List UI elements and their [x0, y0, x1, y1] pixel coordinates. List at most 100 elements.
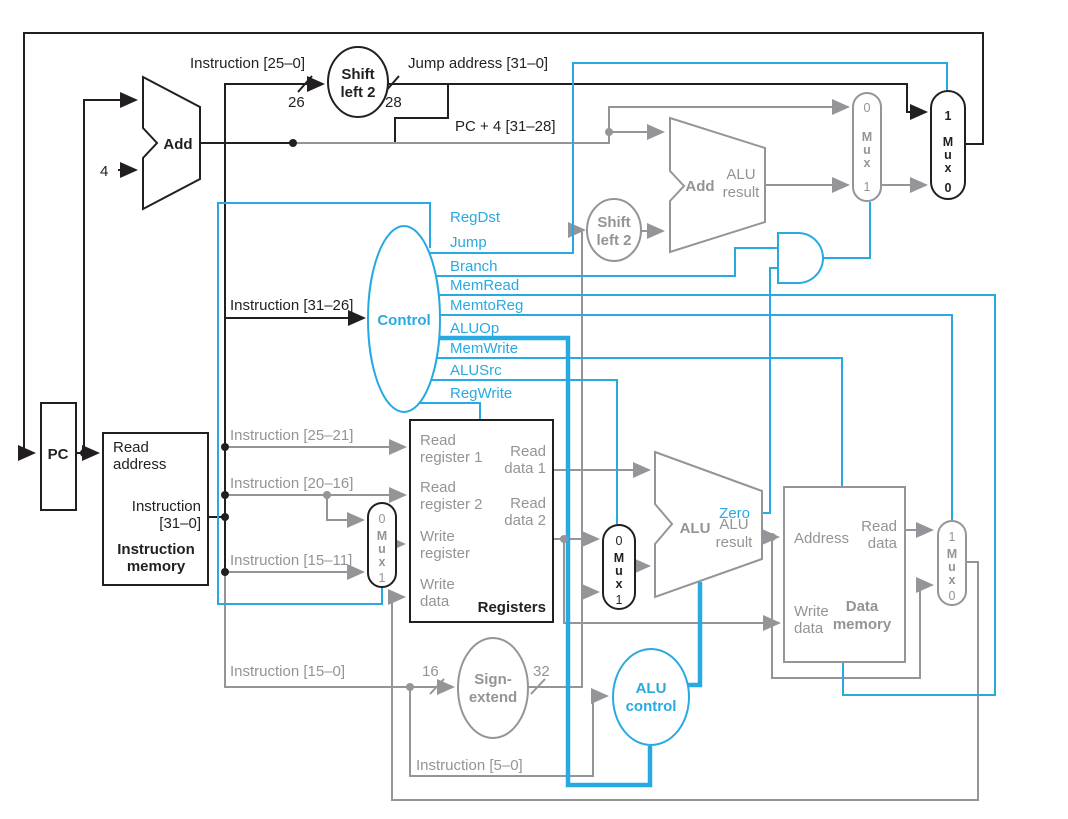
wire-alucontrol-out [687, 582, 703, 688]
branch-mux-u: u [863, 143, 871, 157]
control-label: Control [377, 312, 430, 329]
width-32: 32 [533, 663, 550, 680]
reg-read-data-2b: data 2 [504, 512, 546, 529]
control-oval [367, 225, 441, 413]
wire-instr-5-0 [409, 687, 609, 777]
jump-mux [930, 90, 966, 200]
wire-memread [438, 294, 996, 696]
shift-left-2-jump-oval [327, 46, 389, 118]
reg-read-register-1a: Read [420, 432, 456, 449]
wire-aluresult-bypass [771, 537, 934, 679]
memtoreg-mux-x: x [949, 573, 956, 587]
junction-dot [80, 449, 88, 457]
wire-pc4-main [293, 132, 610, 144]
wire-branch [435, 247, 778, 277]
bus-instr-25-21: Instruction [25–21] [230, 427, 353, 444]
wire-and-out [823, 202, 871, 259]
width-28: 28 [385, 94, 402, 111]
add-label: Add [163, 136, 192, 153]
pc-label: PC [48, 446, 69, 463]
signal-regwrite: RegWrite [450, 385, 512, 402]
add-branch-result-1: ALU [726, 166, 755, 183]
im-read-address-1: Read [113, 439, 149, 456]
registers-box [409, 419, 554, 623]
wire-pc-to-add [83, 92, 138, 453]
shift-left-2-jump-label-1: Shift [341, 66, 374, 83]
im-instruction-2: [31–0] [159, 515, 201, 532]
sign-extend-oval [457, 637, 529, 739]
alu-result-2: result [716, 534, 754, 551]
junction-dot [560, 535, 568, 543]
reg-read-register-2b: register 2 [420, 496, 483, 513]
pc-box [40, 402, 77, 511]
branch-mux-m: M [862, 130, 872, 144]
signal-aluop: ALUOp [450, 320, 499, 337]
bus-instr-5-0: Instruction [5–0] [416, 757, 523, 774]
shift-left-2-branch-oval [586, 198, 642, 262]
alusrc-mux-u: u [615, 564, 623, 578]
add-branch-result-2: result [723, 184, 761, 201]
alu-control-label-1: ALU [636, 680, 667, 697]
writereg-mux-m: M [377, 529, 387, 543]
jump-mux-x: x [945, 161, 952, 175]
and-gate [777, 232, 824, 284]
alu-control-oval [612, 648, 690, 746]
wire-zero [762, 267, 778, 514]
writereg-mux-x: x [379, 555, 386, 569]
write-register-mux [367, 502, 397, 588]
wire-instr-vertical [224, 76, 325, 572]
main-alu-shape [654, 450, 763, 599]
instruction-memory-box [102, 432, 209, 586]
junction-dot [323, 491, 331, 499]
sign-extend-label-1: Sign- [474, 671, 512, 688]
writereg-mux-1: 1 [379, 571, 386, 585]
signal-alusrc: ALUSrc [450, 362, 502, 379]
width-26: 26 [288, 94, 305, 111]
branch-mux [852, 92, 882, 202]
signal-jump: Jump [450, 234, 487, 251]
slash-32 [530, 678, 546, 695]
const-4-label: 4 [100, 163, 108, 180]
jump-mux-1: 1 [945, 109, 952, 123]
shift-left-2-branch-label-2: left 2 [596, 232, 631, 249]
control-wires [217, 62, 996, 788]
reg-read-data-1b: data 1 [504, 460, 546, 477]
reg-read-data-1a: Read [510, 443, 546, 460]
bus-instr-31-26: Instruction [31–26] [230, 297, 353, 314]
wire-pc-feedback [18, 32, 984, 461]
wire-pc4-to-mux [608, 99, 850, 132]
reg-write-register-b: register [420, 545, 470, 562]
branch-mux-1: 1 [864, 180, 871, 194]
dm-read-data-b: data [868, 535, 898, 552]
zero-label: Zero [719, 505, 750, 522]
memtoreg-mux [937, 520, 967, 606]
instruction-memory-label-1: Instruction [117, 541, 195, 558]
sign-extend-label-2: extend [469, 689, 517, 706]
slash-16 [429, 678, 445, 695]
labels: PC Add Shift left 2 Shift left 2 Control… [48, 55, 958, 774]
reg-write-data-b: data [420, 593, 450, 610]
junction-dot [221, 513, 229, 521]
junction-dots [80, 128, 776, 691]
wire-alusrc [430, 379, 618, 524]
data-memory-box [783, 486, 906, 663]
alu-control-label-2: control [626, 698, 677, 715]
im-read-address-2: address [113, 456, 166, 473]
reg-read-register-1b: register 1 [420, 449, 483, 466]
registers-label: Registers [478, 599, 546, 616]
add-branch-label: Add [685, 178, 714, 195]
wire-jump [428, 62, 948, 254]
writereg-mux-0: 0 [379, 512, 386, 526]
branch-mux-0: 0 [864, 101, 871, 115]
wire-pc4-31-28 [394, 85, 449, 142]
jump-mux-u: u [944, 148, 952, 162]
signal-regdst: RegDst [450, 209, 501, 226]
shift-left-2-jump-label-2: left 2 [340, 84, 375, 101]
dm-write-data-a: Write [794, 603, 829, 620]
junction-dot [221, 491, 229, 499]
junction-dot [221, 568, 229, 576]
wire-aluop [437, 335, 653, 788]
dm-read-data-a: Read [861, 518, 897, 535]
bus-jump-address: Jump address [31–0] [408, 55, 548, 72]
shift-left-2-branch-label-1: Shift [597, 214, 630, 231]
